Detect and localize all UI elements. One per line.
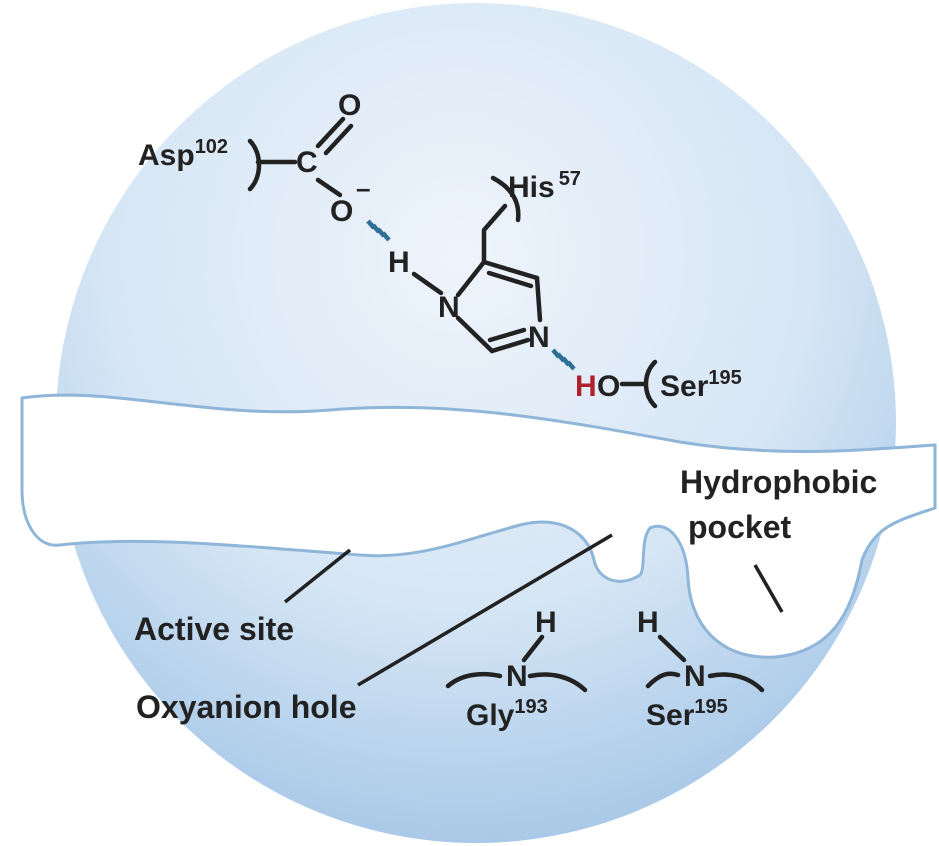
asp-bracket <box>247 138 262 192</box>
ser-hydroxyl-oxygen: O <box>597 370 620 403</box>
his-side-chain-bond <box>481 203 508 265</box>
oxyanion-hole-label: Oxyanion hole <box>136 689 356 725</box>
ser-hydroxyl-hydrogen: H <box>575 370 597 403</box>
asp-label: Asp102 <box>138 136 228 172</box>
active-site-label: Active site <box>134 611 294 647</box>
hydrophobic-pocket-label-line1: Hydrophobic <box>680 464 877 500</box>
carbonyl-double-bond-1 <box>315 116 346 149</box>
his-hydrogen: H <box>388 246 410 279</box>
h-to-n-bond <box>411 271 444 296</box>
gly-backbone-arc <box>445 671 588 693</box>
gly-nh-bond <box>521 634 545 663</box>
oxyanion-hole-leader <box>357 533 613 687</box>
negative-charge: – <box>356 173 370 203</box>
ser2-nitrogen: N <box>684 660 706 693</box>
ser-top-label: Ser195 <box>660 367 742 403</box>
gly-nitrogen: N <box>506 660 528 693</box>
asp-carbon: C <box>296 146 318 179</box>
carbonyl-double-bond-2 <box>323 123 354 156</box>
gly-label: Gly193 <box>466 696 548 732</box>
ser-bracket <box>643 359 658 409</box>
ser2-nh-bond <box>657 634 687 663</box>
his-nitrogen-1: N <box>438 291 460 324</box>
ser2-backbone-arc <box>645 671 765 693</box>
ser2-hydrogen: H <box>637 606 659 639</box>
hbond-his-ser <box>551 348 576 371</box>
active-site-cleft <box>20 393 937 659</box>
hbond-asp-his <box>366 219 391 242</box>
gly-hydrogen: H <box>535 606 557 639</box>
imidazole-ring <box>455 259 543 354</box>
ser-bottom-label: Ser195 <box>646 696 728 732</box>
his-bracket <box>490 175 521 223</box>
carboxylate-oxygen: O <box>330 195 353 228</box>
carbonyl-oxygen: O <box>338 89 361 122</box>
carboxylate-single-bond <box>315 177 343 198</box>
his-nitrogen-2: N <box>528 321 550 354</box>
active-site-leader <box>283 548 352 604</box>
hydrophobic-pocket-label-line2: pocket <box>688 509 791 545</box>
hydrophobic-pocket-leader <box>753 564 784 613</box>
